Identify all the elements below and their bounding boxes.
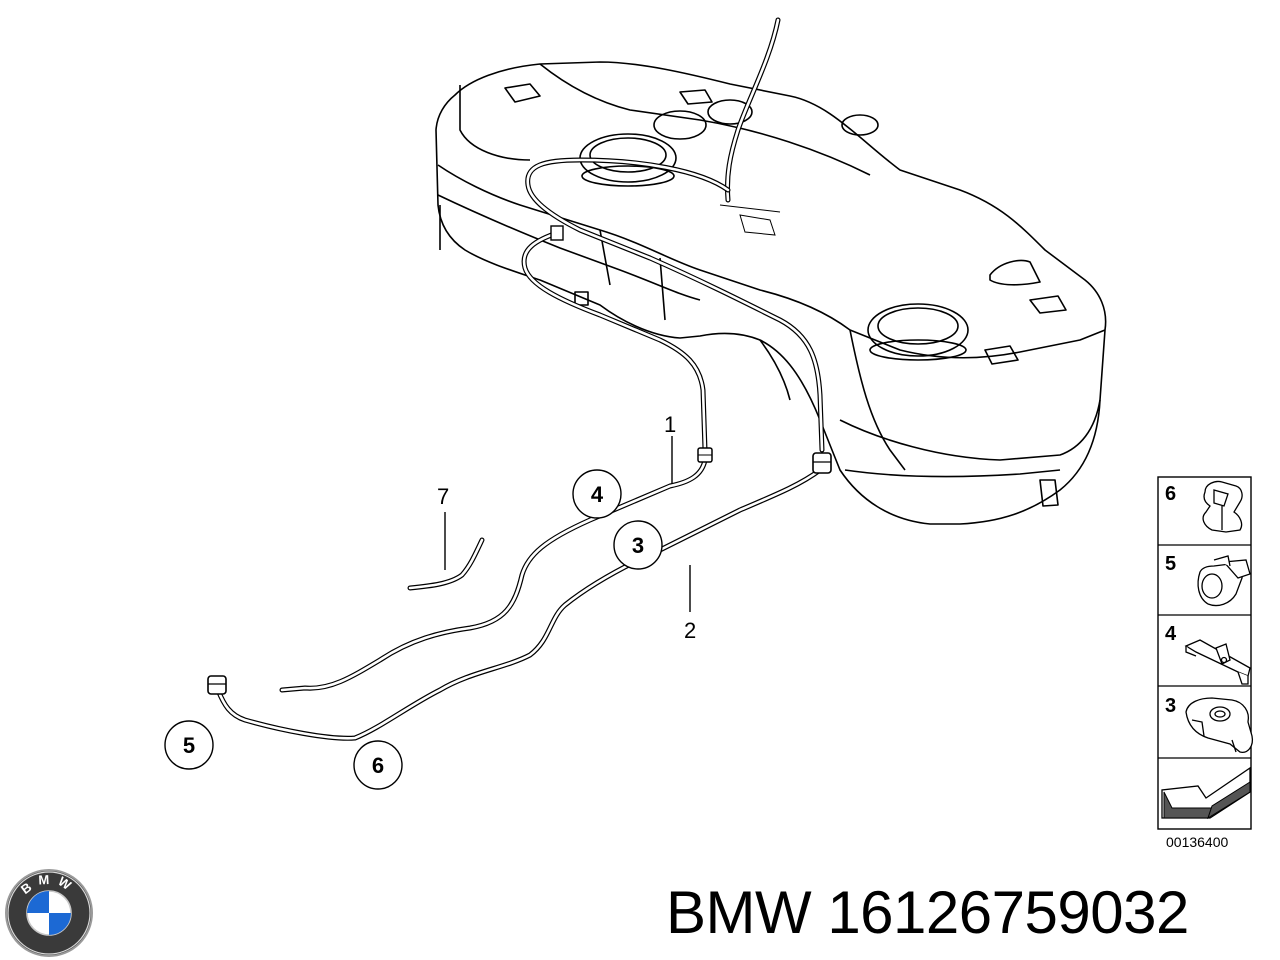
bracket-icon <box>1184 639 1251 685</box>
svg-text:3: 3 <box>1165 695 1176 717</box>
svg-text:6: 6 <box>1165 483 1176 505</box>
legend-item-4: 4 <box>1165 623 1251 685</box>
tank-lines <box>521 17 825 453</box>
pump-flange-right <box>867 303 969 361</box>
svg-text:5: 5 <box>1165 553 1176 575</box>
legend-item-6: 6 <box>1165 480 1243 533</box>
callout-4: 4 <box>572 469 622 519</box>
clip-icon <box>1202 480 1243 533</box>
fuel-tank <box>435 61 1107 525</box>
pipe-1-connector <box>697 447 713 463</box>
fuel-pipe-1 <box>279 447 713 693</box>
svg-text:2: 2 <box>684 618 696 643</box>
legend-item-5: 5 <box>1165 553 1251 607</box>
svg-text:4: 4 <box>591 482 604 507</box>
fuel-pipe-2 <box>207 452 832 741</box>
callout-7: 7 <box>437 484 449 509</box>
arrow-icon <box>1161 766 1251 820</box>
pipe-holder-icon <box>1185 697 1254 753</box>
pipe-2-connector-bottom <box>207 675 227 695</box>
diagram-code: 00136400 <box>1166 834 1229 850</box>
part-number: 16126759032 <box>827 879 1189 946</box>
pipe-2-connector-top <box>812 452 832 474</box>
hose-7 <box>407 537 485 591</box>
svg-text:1: 1 <box>664 412 676 437</box>
callout-2: 2 <box>684 618 696 643</box>
legend-item-3: 3 <box>1165 695 1254 753</box>
leader-lines <box>444 436 691 612</box>
bmw-logo: BMW <box>5 869 93 957</box>
callout-6: 6 <box>353 740 403 790</box>
part-title: BMW 16126759032 <box>666 878 1189 948</box>
svg-text:7: 7 <box>437 484 449 509</box>
svg-text:5: 5 <box>183 733 195 758</box>
parts-legend: 6 5 4 <box>1157 476 1254 850</box>
callout-5: 5 <box>164 720 214 770</box>
callout-3: 3 <box>613 520 663 570</box>
svg-text:3: 3 <box>632 533 644 558</box>
callout-1: 1 <box>664 412 676 437</box>
hose-clamp-icon <box>1197 555 1251 607</box>
svg-text:6: 6 <box>372 753 384 778</box>
brand-name: BMW <box>666 879 812 946</box>
svg-text:4: 4 <box>1165 623 1177 645</box>
